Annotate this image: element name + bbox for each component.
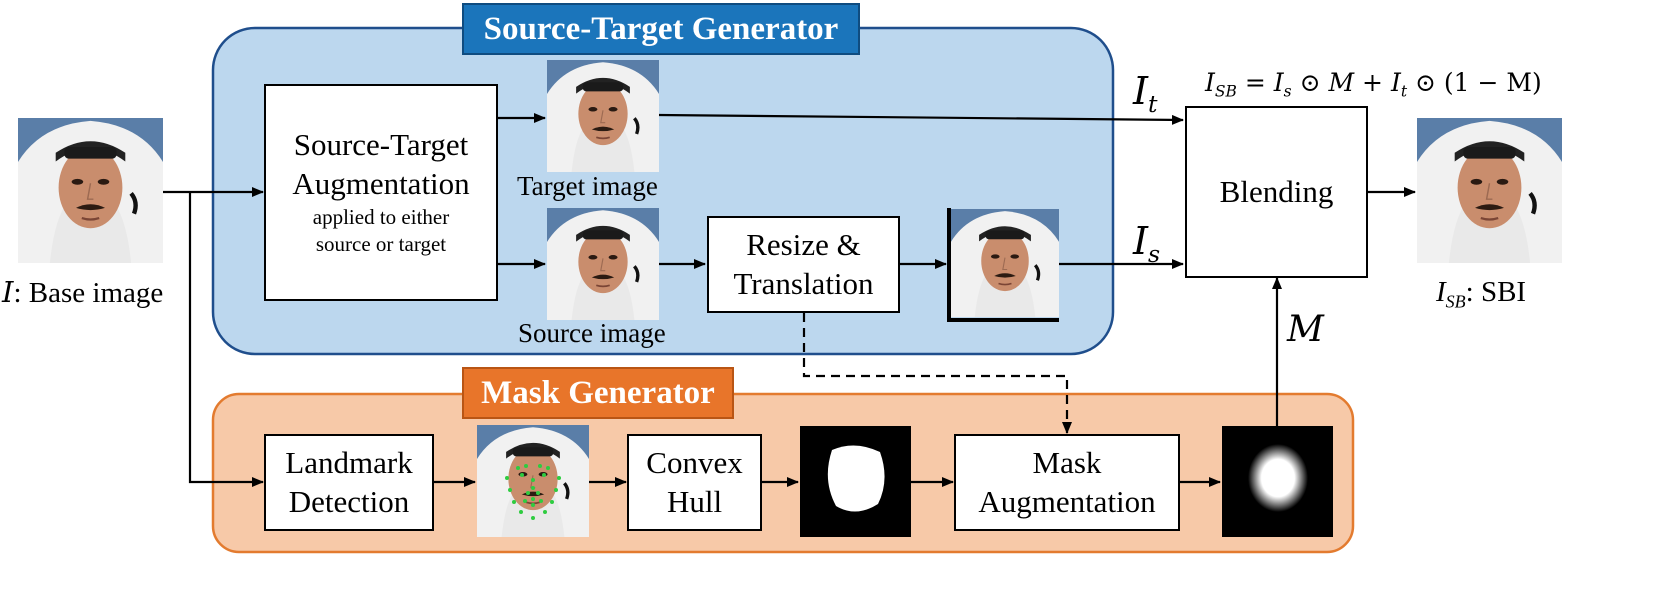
mask-generator-title: Mask Generator xyxy=(462,367,734,419)
convex-line1: Convex xyxy=(646,444,743,480)
convex-hull-box: Convex Hull xyxy=(627,434,762,531)
resize-line2: Translation xyxy=(733,265,874,301)
mask-aug-line2: Augmentation xyxy=(978,483,1156,519)
target-image xyxy=(547,60,659,172)
landmark-image xyxy=(477,425,589,537)
st-aug-line1: Source-Target xyxy=(293,127,469,163)
edge-resize-to-maskaug-dashed xyxy=(802,313,1072,434)
target-image-label: Target image xyxy=(517,171,658,201)
st-aug-line2: Augmentation xyxy=(292,166,470,202)
sbi-image xyxy=(1410,118,1570,263)
st-aug-note2: source or target xyxy=(315,232,447,257)
source-target-generator-title: Source-Target Generator xyxy=(462,3,860,55)
shifted-source-image xyxy=(947,208,1059,322)
source-image xyxy=(547,208,659,320)
convex-line2: Hull xyxy=(666,483,723,519)
blending-box: Blending xyxy=(1185,106,1368,278)
source-image-label: Source image xyxy=(518,318,666,348)
source-target-augmentation-box: Source-Target Augmentation applied to ei… xyxy=(264,84,498,301)
landmark-line1: Landmark xyxy=(285,444,413,480)
mask-aug-line1: Mask xyxy=(1032,444,1102,480)
sbi-label: ISB: SBI xyxy=(1436,276,1527,312)
is-label: Is xyxy=(1133,219,1161,269)
base-image-var: I xyxy=(2,275,14,309)
base-image-text: : Base image xyxy=(13,277,164,309)
base-image-label: I: Base image xyxy=(2,278,163,308)
resize-line1: Resize & xyxy=(746,226,861,262)
it-label: It xyxy=(1133,69,1158,119)
blending-formula: ISB = Is ⊙ M + It ⊙ (1 − M) xyxy=(1205,68,1542,101)
m-label: M xyxy=(1287,309,1324,350)
resize-translation-box: Resize & Translation xyxy=(707,216,900,313)
blending-label: Blending xyxy=(1219,173,1334,209)
landmark-detection-box: Landmark Detection xyxy=(264,434,434,531)
convex-hull-mask-image xyxy=(800,426,911,537)
st-aug-note1: applied to either xyxy=(312,204,450,229)
edge-target-to-blending xyxy=(658,113,1184,125)
landmark-line2: Detection xyxy=(288,483,410,519)
soft-mask-image xyxy=(1222,426,1333,537)
base-image xyxy=(11,118,171,263)
edge-base-to-landmark xyxy=(188,192,264,487)
mask-augmentation-box: Mask Augmentation xyxy=(954,434,1180,531)
